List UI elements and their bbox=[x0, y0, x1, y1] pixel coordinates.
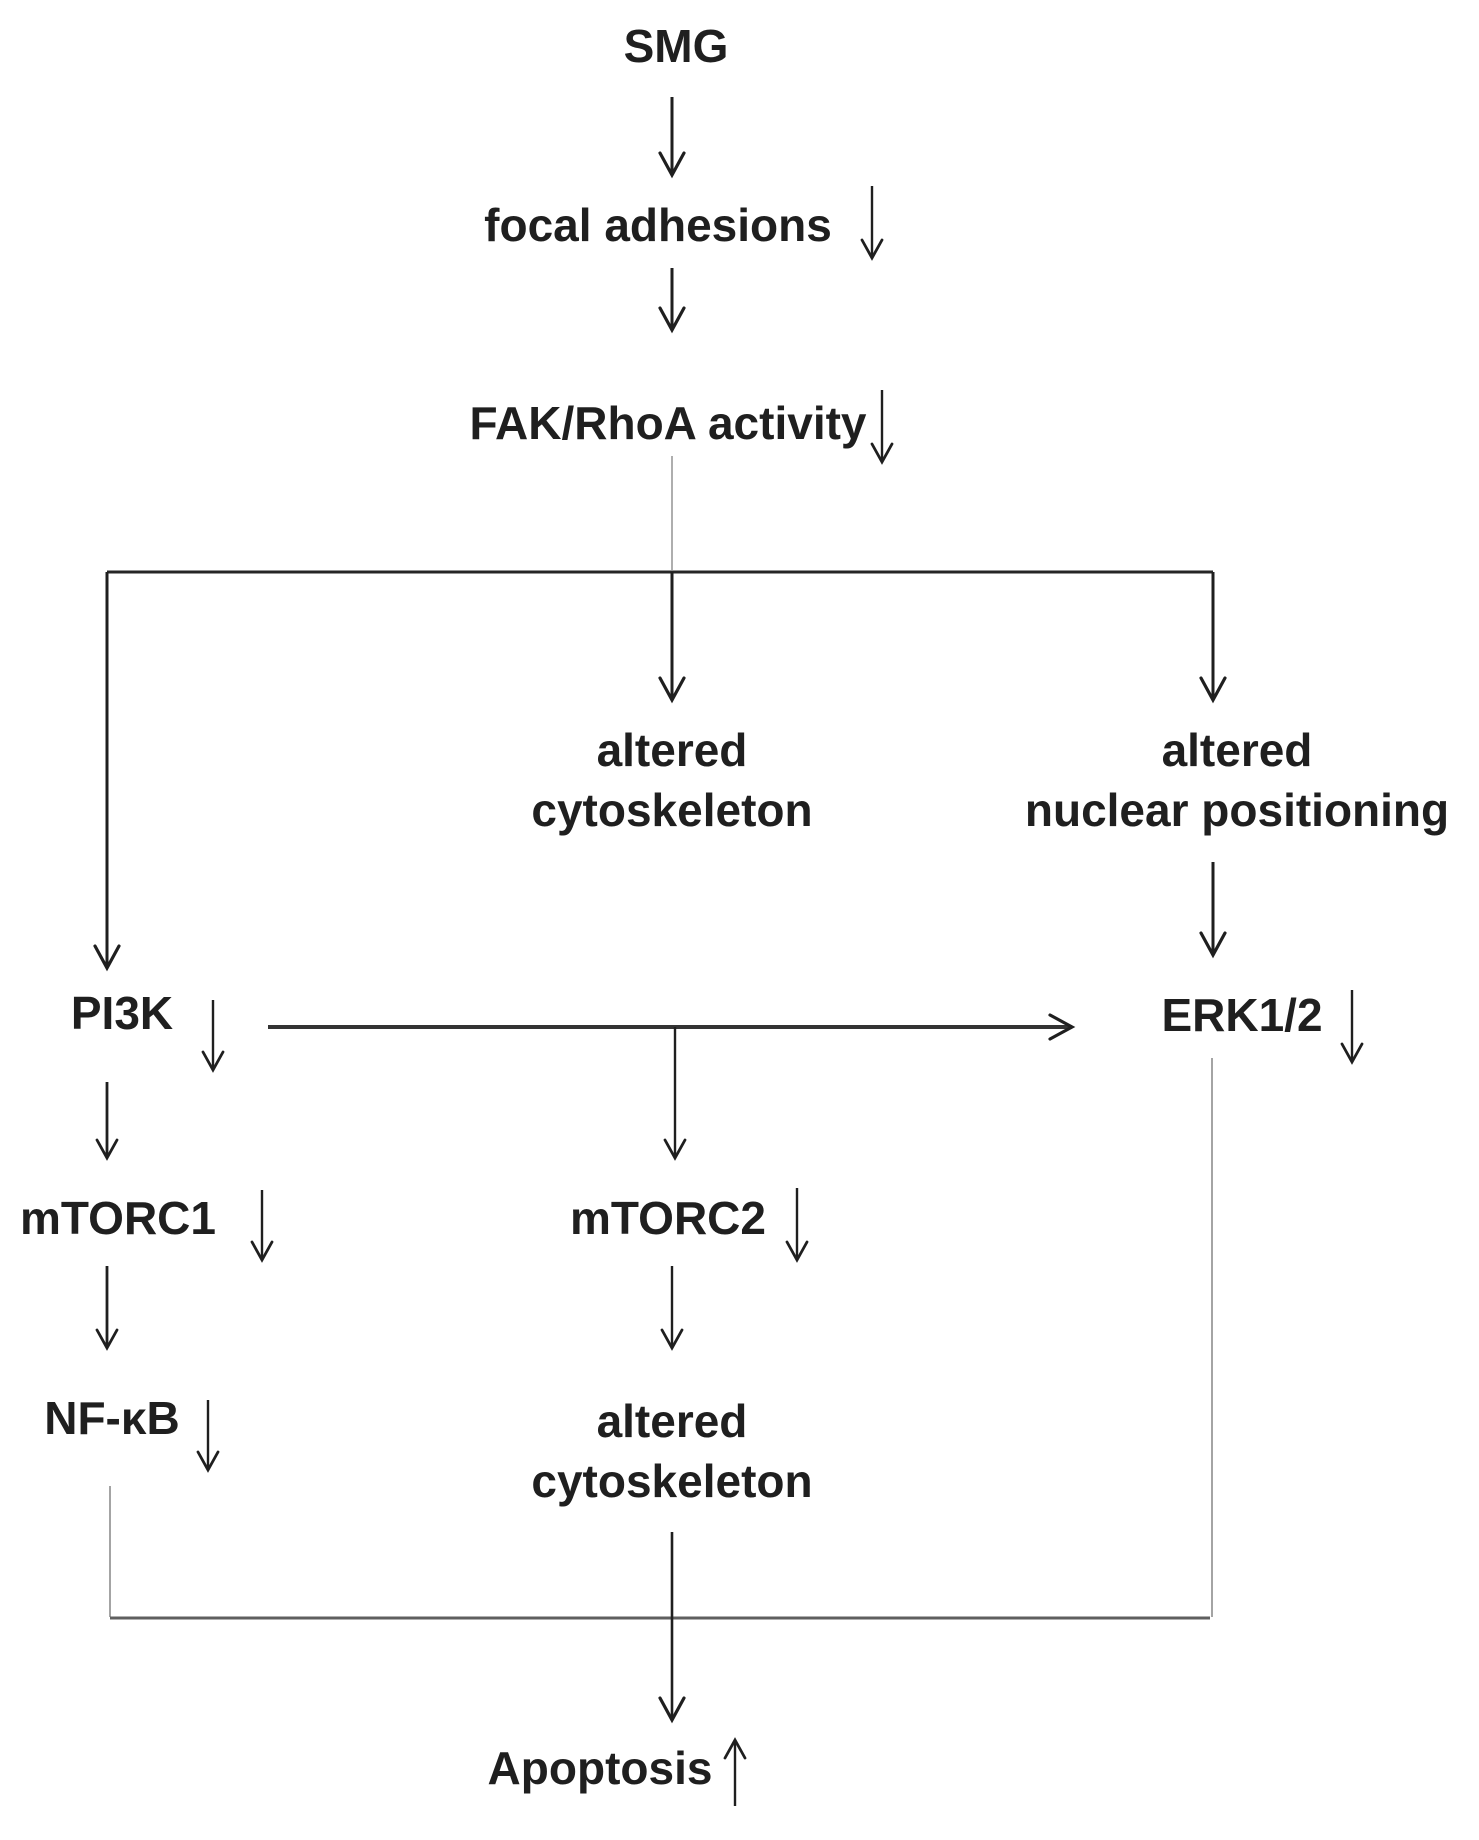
node-smg: SMG bbox=[623, 20, 729, 73]
node-altered-cytoskeleton-lower-line1: altered bbox=[596, 1395, 748, 1448]
node-altered-cytoskeleton-upper-line2: cytoskeleton bbox=[531, 784, 813, 836]
node-fak-rhoa-activity: FAK/RhoA activity bbox=[469, 397, 867, 450]
node-mtorc1: mTORC1 bbox=[20, 1192, 216, 1245]
node-altered-nuclear-positioning: altered nuclear positioning bbox=[1025, 721, 1449, 841]
node-altered-cytoskeleton-lower-line2: cytoskeleton bbox=[531, 1455, 813, 1507]
node-altered-nuclear-positioning-line2: nuclear positioning bbox=[1024, 784, 1450, 836]
node-altered-cytoskeleton-upper: altered cytoskeleton bbox=[531, 721, 812, 841]
node-mtorc2: mTORC2 bbox=[570, 1192, 766, 1245]
node-altered-cytoskeleton-lower: altered cytoskeleton bbox=[531, 1392, 812, 1512]
node-erk12: ERK1/2 bbox=[1161, 989, 1323, 1042]
node-altered-nuclear-positioning-line1: altered bbox=[1161, 724, 1313, 777]
node-nfkb: NF-κB bbox=[44, 1392, 180, 1445]
node-pi3k: PI3K bbox=[70, 987, 174, 1040]
node-apoptosis: Apoptosis bbox=[487, 1742, 713, 1795]
node-altered-cytoskeleton-upper-line1: altered bbox=[596, 724, 748, 777]
node-focal-adhesions: focal adhesions bbox=[484, 199, 832, 252]
